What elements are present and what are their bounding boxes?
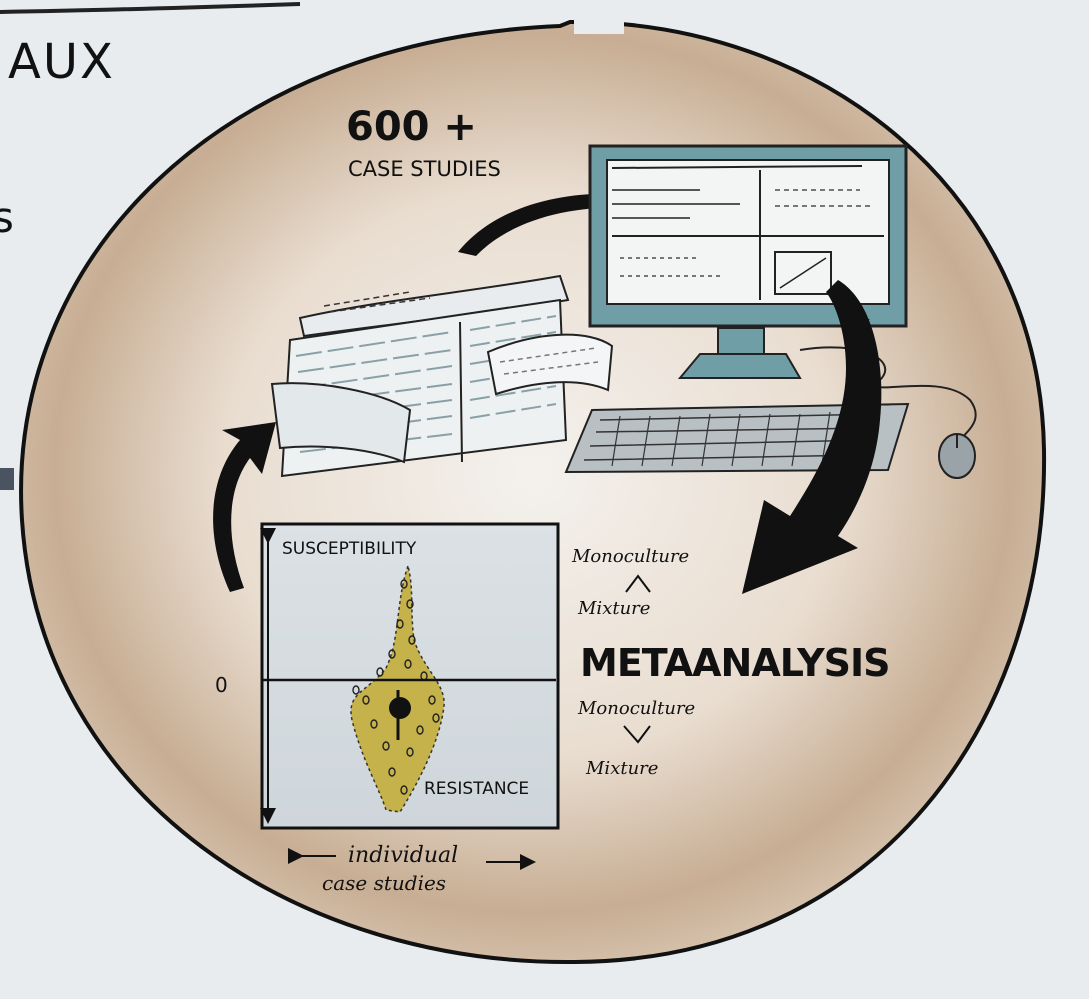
x-label-line1: individual bbox=[348, 843, 458, 868]
meta-top-upper: Monoculture bbox=[571, 546, 689, 567]
metaanalysis-title: METAANALYSIS bbox=[580, 641, 889, 685]
y-bottom-label: RESISTANCE bbox=[424, 779, 529, 799]
case-count: 600 + bbox=[346, 104, 477, 150]
edge-mark-left bbox=[0, 468, 14, 490]
zero-label: 0 bbox=[215, 673, 228, 697]
meta-bottom-lower: Mixture bbox=[585, 758, 658, 779]
forest-plot: SUSCEPTIBILITY RESISTANCE bbox=[262, 524, 558, 828]
meta-bottom-upper: Monoculture bbox=[577, 698, 695, 719]
meta-top-lower: Mixture bbox=[577, 598, 650, 619]
edge-stroke-top bbox=[0, 4, 300, 12]
edge-text-top: AUX bbox=[8, 34, 115, 90]
x-label-line2: case studies bbox=[322, 871, 446, 895]
y-top-label: SUSCEPTIBILITY bbox=[282, 539, 417, 559]
circle-gap bbox=[574, 12, 624, 34]
case-studies-label: CASE STUDIES bbox=[348, 157, 501, 181]
edge-text-left: s bbox=[0, 193, 14, 242]
